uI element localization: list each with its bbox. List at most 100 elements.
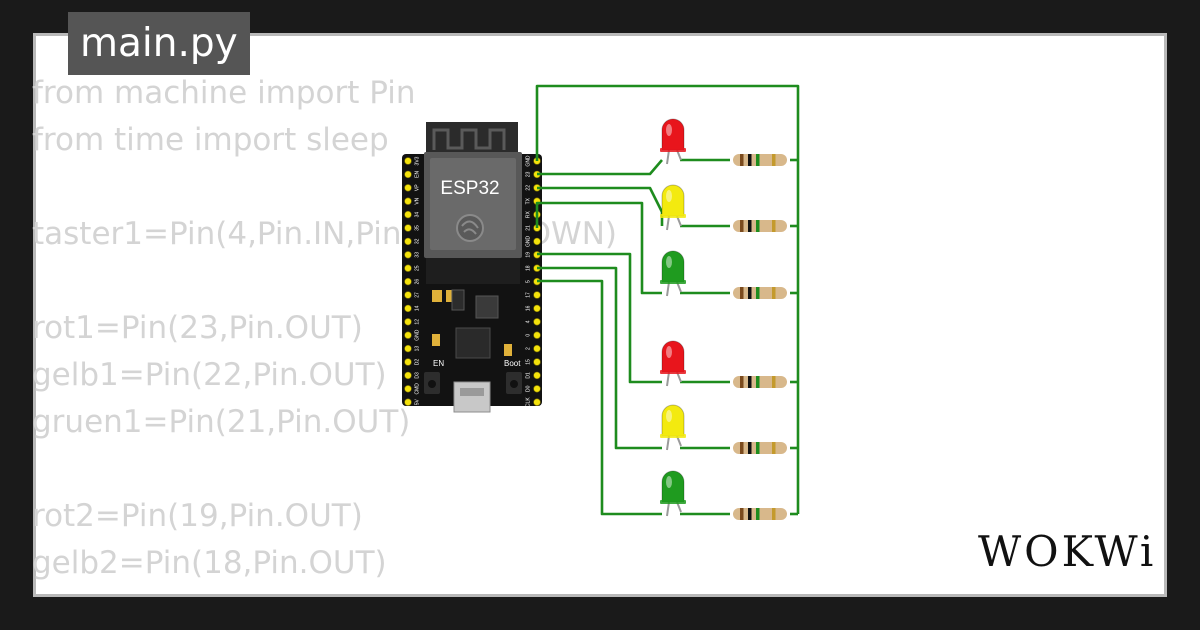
header-pin-left[interactable] [404, 398, 412, 406]
smd-component [432, 290, 442, 302]
boot-button-cap [510, 380, 518, 388]
code-line: gruen1=Pin(21,Pin.OUT) [32, 404, 411, 440]
header-pin-right[interactable] [533, 318, 541, 326]
canvas-frame [33, 33, 1167, 597]
resistor-band [772, 442, 776, 454]
smd-component [504, 344, 512, 356]
resistor[interactable] [733, 287, 787, 299]
wire[interactable] [535, 201, 662, 295]
pin-label: 21 [525, 225, 531, 231]
led-red[interactable] [660, 340, 686, 387]
header-pin-right[interactable] [533, 237, 541, 246]
pin-label: RX [525, 210, 531, 218]
boot-label: Boot [504, 359, 521, 368]
led-body [661, 340, 685, 373]
led-rim [660, 370, 686, 374]
resistor-band [748, 376, 752, 388]
header-pin-right[interactable] [533, 344, 541, 353]
led-rim [660, 280, 686, 284]
led-rim [660, 434, 686, 438]
header-pin-left[interactable] [404, 184, 412, 192]
header-pin-left[interactable] [404, 251, 412, 259]
pin-label: 34 [414, 212, 420, 218]
pin-label: 16 [525, 305, 531, 311]
resistor-band [756, 442, 760, 454]
header-pin-left[interactable] [404, 371, 412, 380]
header-pin-left[interactable] [404, 237, 412, 246]
header-pin-left[interactable] [404, 291, 412, 299]
resistor-band [772, 508, 776, 520]
pin-label: GND [414, 329, 420, 341]
pin-label: 5V [414, 398, 420, 405]
header-pin-right[interactable] [533, 331, 541, 339]
pin-label: D3 [414, 372, 420, 379]
wokwi-logo[interactable]: WOKWi [978, 524, 1156, 580]
header-pin-right[interactable] [533, 398, 541, 406]
components [660, 118, 787, 520]
pin-label: 5 [525, 280, 531, 283]
resistor-band [772, 287, 776, 299]
led-green[interactable] [660, 470, 686, 517]
wire[interactable] [537, 186, 664, 226]
header-pin-left[interactable] [404, 318, 412, 326]
led-highlight [666, 256, 672, 268]
led-green[interactable] [660, 250, 686, 297]
wire[interactable] [537, 159, 663, 176]
pin-label: D1 [525, 372, 531, 379]
wire[interactable] [537, 252, 662, 384]
pin-label: 25 [414, 265, 420, 271]
header-pin-left[interactable] [404, 210, 412, 219]
resistor[interactable] [733, 442, 787, 454]
resistor[interactable] [733, 376, 787, 388]
wokwi-logo-text: WOKWi [978, 527, 1157, 576]
regulator-chip [451, 289, 465, 311]
pin-label: 23 [525, 171, 531, 177]
resistor[interactable] [733, 154, 787, 166]
wire[interactable] [535, 84, 800, 514]
micro-usb-slot [460, 388, 484, 396]
header-pin-left[interactable] [404, 157, 412, 165]
led-leg [666, 435, 670, 451]
pin-label: TX [525, 197, 531, 204]
led-leg [666, 215, 670, 231]
file-tab[interactable]: main.py [68, 12, 250, 75]
header-pin-right[interactable] [533, 358, 541, 366]
code-line: rot2=Pin(19,Pin.OUT) [32, 498, 363, 534]
resistor[interactable] [733, 220, 787, 232]
espressif-logo-mark [461, 220, 479, 235]
header-pin-left[interactable] [404, 224, 412, 232]
header-pin-left[interactable] [404, 358, 412, 366]
esp32-board[interactable]: ESP32 EN Boot 3V3ENVPVN34353233252627141… [402, 122, 542, 413]
pin-label: 18 [525, 265, 531, 271]
header-pin-left[interactable] [404, 197, 412, 205]
header-pin-right[interactable] [533, 385, 541, 393]
header-pin-left[interactable] [404, 304, 412, 313]
header-pin-right[interactable] [533, 304, 541, 313]
wire[interactable] [537, 279, 662, 516]
led-rim [660, 500, 686, 504]
header-pin-left[interactable] [404, 331, 412, 339]
wire[interactable] [537, 266, 662, 450]
header-pin-left[interactable] [404, 385, 412, 393]
pin-label: D2 [414, 359, 420, 366]
led-yellow[interactable] [660, 184, 686, 231]
header-pin-left[interactable] [404, 170, 412, 179]
header-pin-right[interactable] [533, 291, 541, 299]
resistor-band [756, 287, 760, 299]
header-pin-left[interactable] [404, 344, 412, 353]
pin-label: 13 [414, 346, 420, 352]
capacitor [475, 295, 499, 319]
espressif-logo-icon [456, 214, 484, 242]
resistor-band [740, 376, 744, 388]
led-yellow[interactable] [660, 404, 686, 451]
header-pin-left[interactable] [404, 264, 412, 272]
led-body [661, 470, 685, 503]
pin-label: CMD [414, 383, 420, 395]
led-body [661, 184, 685, 217]
header-pin-left[interactable] [404, 277, 412, 286]
header-pin-right[interactable] [533, 371, 541, 380]
resistor[interactable] [733, 508, 787, 520]
led-highlight [666, 190, 672, 202]
led-red[interactable] [660, 118, 686, 165]
